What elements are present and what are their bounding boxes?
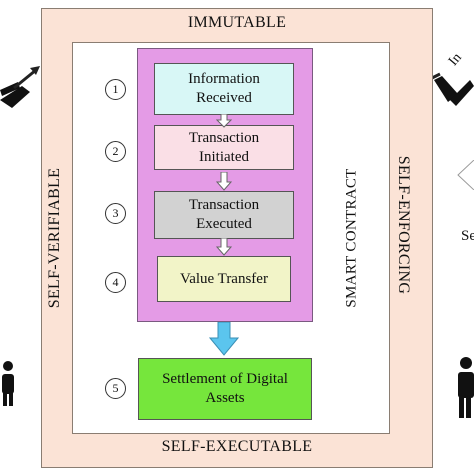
self-executable-label: SELF-EXECUTABLE [161,438,313,455]
diamond-shape-fragment [457,160,474,190]
handshake-icon-left [0,66,40,108]
step-number-4: 4 [105,272,126,293]
step-number-5: 5 [105,378,126,399]
arrow-down-icon [216,114,232,128]
step-label: Settlement of Digital Assets [162,371,288,406]
step-label: Transaction Executed [188,197,260,232]
person-icon-left [2,361,14,406]
step-label: Information Received [188,71,260,106]
right-edge-middle-fragment: Se [461,228,474,244]
arrow-down-icon [216,172,232,191]
handshake-icon-right [431,72,474,106]
step-box-transaction-executed: Transaction Executed [154,191,294,239]
step-label: Value Transfer [180,270,268,287]
self-enforcing-label: SELF-ENFORCING [395,155,412,295]
step-box-information-received: Information Received [154,63,294,115]
step-box-transaction-initiated: Transaction Initiated [154,125,294,170]
person-icon-right [458,357,474,418]
arrow-down-icon [216,238,232,256]
step-label: Transaction Initiated [188,129,260,165]
step-number-2: 2 [105,141,126,162]
self-verifiable-label: SELF-VERIFIABLE [46,167,63,309]
step-number-3: 3 [105,203,126,224]
step-number-1: 1 [105,79,126,100]
smart-contract-label: SMART CONTRACT [343,168,360,308]
immutable-label: IMMUTABLE [187,14,287,31]
big-arrow-down-icon [209,322,239,356]
step-box-settlement: Settlement of Digital Assets [138,358,312,420]
step-box-value-transfer: Value Transfer [157,256,291,302]
